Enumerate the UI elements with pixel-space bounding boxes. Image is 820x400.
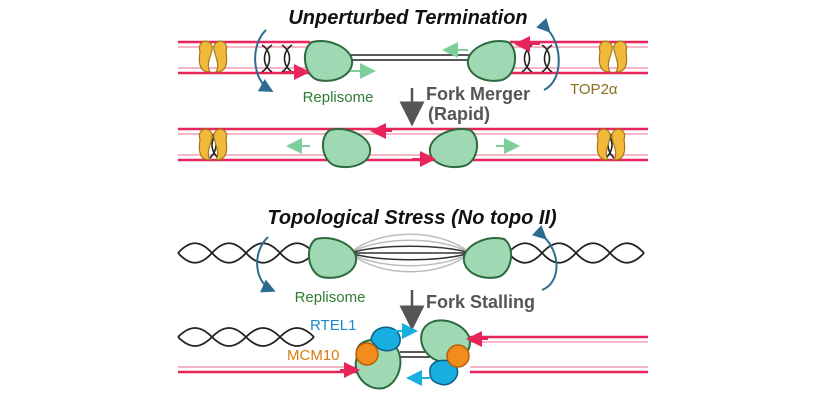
panel-unperturbed-before: Replisome TOP2α	[178, 17, 648, 106]
label-rapid: (Rapid)	[428, 104, 490, 124]
parental-dna	[178, 40, 648, 75]
label-fork-merger: Fork Merger	[426, 84, 530, 104]
topo2a-icon	[598, 40, 628, 73]
label-replisome: Replisome	[303, 89, 374, 106]
replisome-icon	[466, 40, 517, 82]
panel-stress-before: Replisome	[177, 225, 645, 306]
replisome-icon	[428, 128, 479, 168]
supercoil-arrow-icon	[536, 17, 560, 91]
title-topological-stress: Topological Stress (No topo II)	[267, 207, 557, 229]
panel-unperturbed-after	[178, 123, 648, 168]
supercoil-arrow-icon	[531, 225, 558, 291]
rtel1-icon	[429, 359, 459, 386]
label-mcm10: MCM10	[287, 347, 340, 364]
precatenanes	[349, 233, 471, 273]
label-fork-stalling: Fork Stalling	[426, 292, 535, 312]
mcm10-icon	[446, 344, 470, 368]
label-rtel1: RTEL1	[310, 317, 356, 334]
title-unperturbed: Unperturbed Termination	[288, 7, 527, 29]
rtel1-icon	[370, 326, 401, 352]
panel-stress-after: RTEL1 MCM10	[177, 317, 648, 390]
replisome-icon	[303, 40, 354, 82]
topo2a-icon	[596, 128, 626, 161]
label-top2a: TOP2α	[570, 81, 618, 98]
supercoil-arrow-icon	[254, 29, 274, 92]
supercoil-arrow-icon	[256, 236, 276, 293]
replisome-icon	[462, 237, 513, 279]
topo2a-icon	[198, 128, 228, 161]
replisome-icon	[321, 128, 372, 168]
replisome-icon	[307, 237, 358, 279]
mcm10-icon	[355, 342, 379, 366]
topo2a-icon	[198, 40, 228, 73]
label-replisome-stress: Replisome	[295, 289, 366, 306]
